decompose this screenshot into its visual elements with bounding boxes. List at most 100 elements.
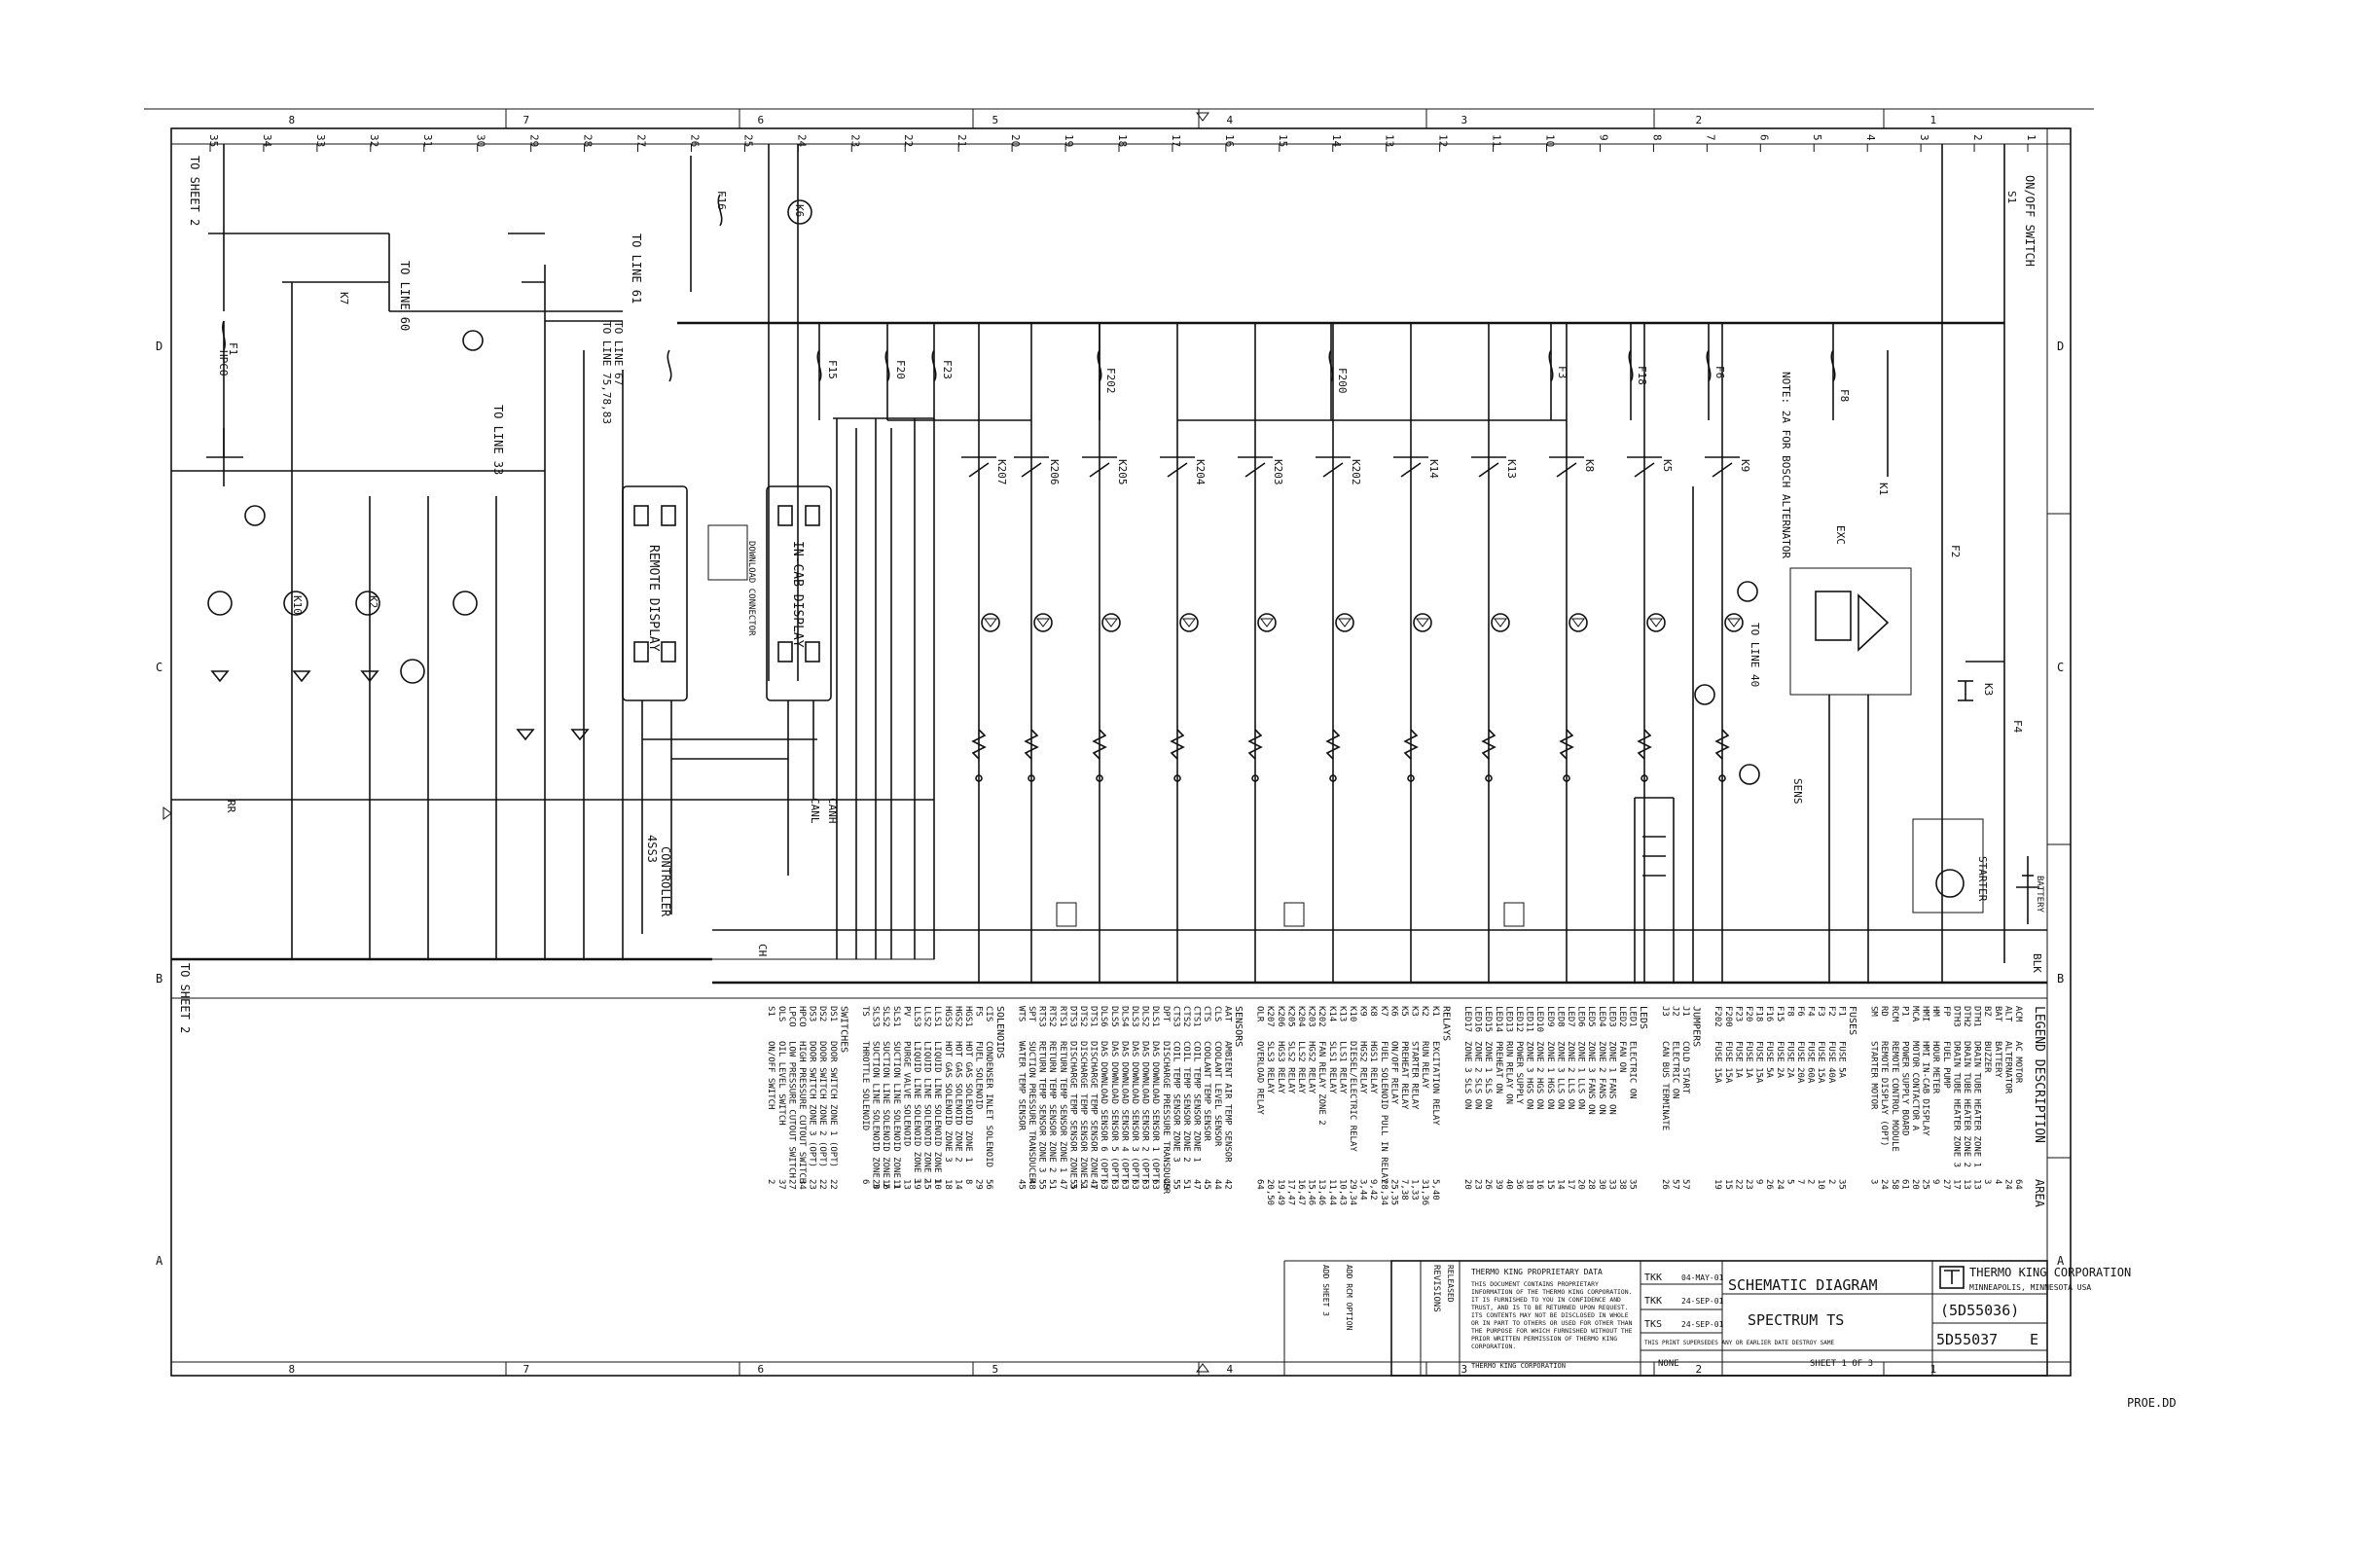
legend-code: LED8: [1555, 1006, 1565, 1027]
legend-area: 35: [1836, 1179, 1846, 1190]
legend-area: 63: [1130, 1179, 1139, 1190]
legend-description: RUN RELAY ON: [1503, 1041, 1513, 1104]
to-line-61: TO LINE 61: [630, 233, 643, 304]
line-number: 17: [1170, 134, 1182, 147]
legend-description: CAN BUS TERMINATE: [1660, 1041, 1670, 1130]
legend-area: 13,46: [1316, 1179, 1326, 1205]
legend-area: 31,36: [1420, 1179, 1429, 1205]
alternator-box: [1789, 567, 1912, 696]
legend-description: COIL TEMP SENSOR ZONE 3: [1171, 1041, 1180, 1163]
legend-area: 56: [984, 1179, 993, 1190]
legend-area: 63: [1109, 1179, 1119, 1190]
legend-description: FUSE 5A: [1764, 1041, 1774, 1079]
legend-description: FUEL SOLENOID PULL IN RELAY: [1379, 1041, 1388, 1184]
to-line-33: TO LINE 33: [491, 405, 505, 475]
legend-group-heading: SENSORS: [1233, 1006, 1244, 1047]
legend-area: 48: [1027, 1179, 1036, 1190]
grid-col-label-top: 7: [523, 114, 530, 126]
legend-description: ZONE 2 HGS ON: [1534, 1041, 1544, 1109]
legend-code: BAT: [1993, 1006, 2002, 1022]
legend-area: 28: [1586, 1179, 1596, 1190]
legend-description: LLS1 RELAY: [1337, 1041, 1347, 1094]
legend-description: PREHEAT ON: [1494, 1041, 1503, 1093]
legend-area: 63: [1150, 1179, 1160, 1190]
legend-code: K7: [1379, 1006, 1388, 1017]
legend-code: K206: [1276, 1006, 1285, 1027]
legend-description: HOT GAS SOLENOID ZONE 1: [963, 1041, 973, 1163]
legend-title: LEGEND DESCRIPTION: [2032, 1006, 2046, 1143]
fuse-label: F15: [826, 360, 839, 379]
to-line-60: TO LINE 60: [398, 261, 412, 331]
line-number: 13: [1384, 134, 1396, 147]
legend-code: F23: [1733, 1006, 1743, 1021]
legend-area: 20: [1576, 1179, 1586, 1190]
legend-code: LED2: [1617, 1006, 1627, 1027]
legend-area: 20: [1910, 1179, 1920, 1190]
legend-area: 15: [922, 1179, 932, 1190]
sens-label: SENS: [1791, 778, 1804, 805]
grid-col-label-bottom: 5: [992, 1363, 999, 1376]
legend-code: P1: [1899, 1006, 1909, 1017]
line-number: 5: [1811, 134, 1823, 141]
legend-area: 29: [974, 1179, 984, 1190]
title-block-text: THERMO KING CORPORATION MINNEAPOLIS, MIN…: [1321, 1265, 2131, 1370]
legend-code: SLS2: [881, 1006, 890, 1027]
legend-area: 15: [1723, 1179, 1733, 1190]
legend-description: HGS2 RELAY: [1307, 1041, 1316, 1094]
legend-area: 3,44: [1358, 1179, 1368, 1201]
legend-description: LIQUID LINE SOLENOID ZONE 1: [932, 1041, 942, 1183]
legend-description: ON/OFF RELAY: [1388, 1041, 1398, 1105]
legend-description: HGS1 RELAY: [1368, 1041, 1378, 1094]
legend-description: DOOR SWITCH ZONE 3 (OPT): [808, 1041, 817, 1167]
legend-description: FUSE 2A: [1775, 1041, 1785, 1079]
legend-area: 3: [1982, 1179, 1992, 1184]
legend-code: WTS: [1016, 1006, 1026, 1021]
line-number: 33: [314, 134, 327, 147]
add-option-label: ADD RCM OPTION: [1345, 1265, 1353, 1331]
legend-code: K202: [1316, 1006, 1326, 1027]
legend-description: AMBIENT AIR TEMP SENSOR: [1222, 1041, 1232, 1163]
line-number: 11: [1491, 134, 1503, 147]
legend-description: LIQUID LINE SOLENOID ZONE 2: [922, 1041, 932, 1183]
legend-description: DRAIN TUBE HEATER ZONE 2: [1962, 1041, 1971, 1167]
to-line-40: TO LINE 40: [1749, 623, 1761, 687]
grid-col-label-bottom: 4: [1227, 1363, 1234, 1376]
proprietary-heading: THERMO KING PROPRIETARY DATA: [1471, 1268, 1603, 1276]
legend-area: 25: [1921, 1179, 1930, 1190]
legend-description: EXCITATION RELAY: [1430, 1041, 1440, 1126]
legend-code: RCM: [1890, 1006, 1899, 1022]
legend-code: RTS2: [1047, 1006, 1057, 1027]
legend-code: LED6: [1576, 1006, 1586, 1027]
legend-code: F20: [1744, 1006, 1753, 1021]
line-number: 32: [368, 134, 380, 147]
legend-description: FUSE 15A: [1816, 1041, 1825, 1084]
legend-code: DTH2: [1962, 1006, 1971, 1027]
title-block: [1283, 1260, 2048, 1377]
legend-code: LED1: [1628, 1006, 1638, 1027]
legend-code: LED17: [1462, 1006, 1472, 1032]
line-number: 22: [902, 134, 915, 147]
ch-label: CH: [756, 944, 769, 956]
legend-area: 22: [817, 1179, 827, 1190]
legend-description: FUSE 5A: [1836, 1041, 1846, 1079]
legend-code: HM: [1930, 1006, 1940, 1017]
legend-description: DISCHARGE TEMP SENSOR ZONE 3: [1067, 1041, 1077, 1189]
legend-area: 20: [871, 1179, 881, 1190]
grid-row-label-right: C: [2057, 661, 2064, 674]
legend-description: AC MOTOR: [2013, 1041, 2023, 1084]
legend-description: POWER SUPPLY: [1514, 1041, 1524, 1105]
remote-display-label: REMOTE DISPLAY: [646, 545, 661, 652]
legend-area: 49: [1161, 1179, 1171, 1190]
line-number: 18: [1116, 134, 1129, 147]
relay-label: K14: [1427, 459, 1440, 479]
legend-description: REMOTE CONTROL MODULE: [1890, 1041, 1899, 1152]
starter-box: [1912, 818, 1984, 914]
checked-by: TKK: [1644, 1296, 1662, 1307]
legend-area: 10: [932, 1179, 942, 1190]
legend-description: BATTERY: [1993, 1041, 2002, 1079]
line-number: 35: [207, 134, 220, 147]
legend-area: 11,44: [1327, 1179, 1337, 1205]
legend-description: OIL LEVEL SWITCH: [776, 1041, 786, 1126]
legend-description: ON/OFF SWITCH: [766, 1041, 775, 1109]
